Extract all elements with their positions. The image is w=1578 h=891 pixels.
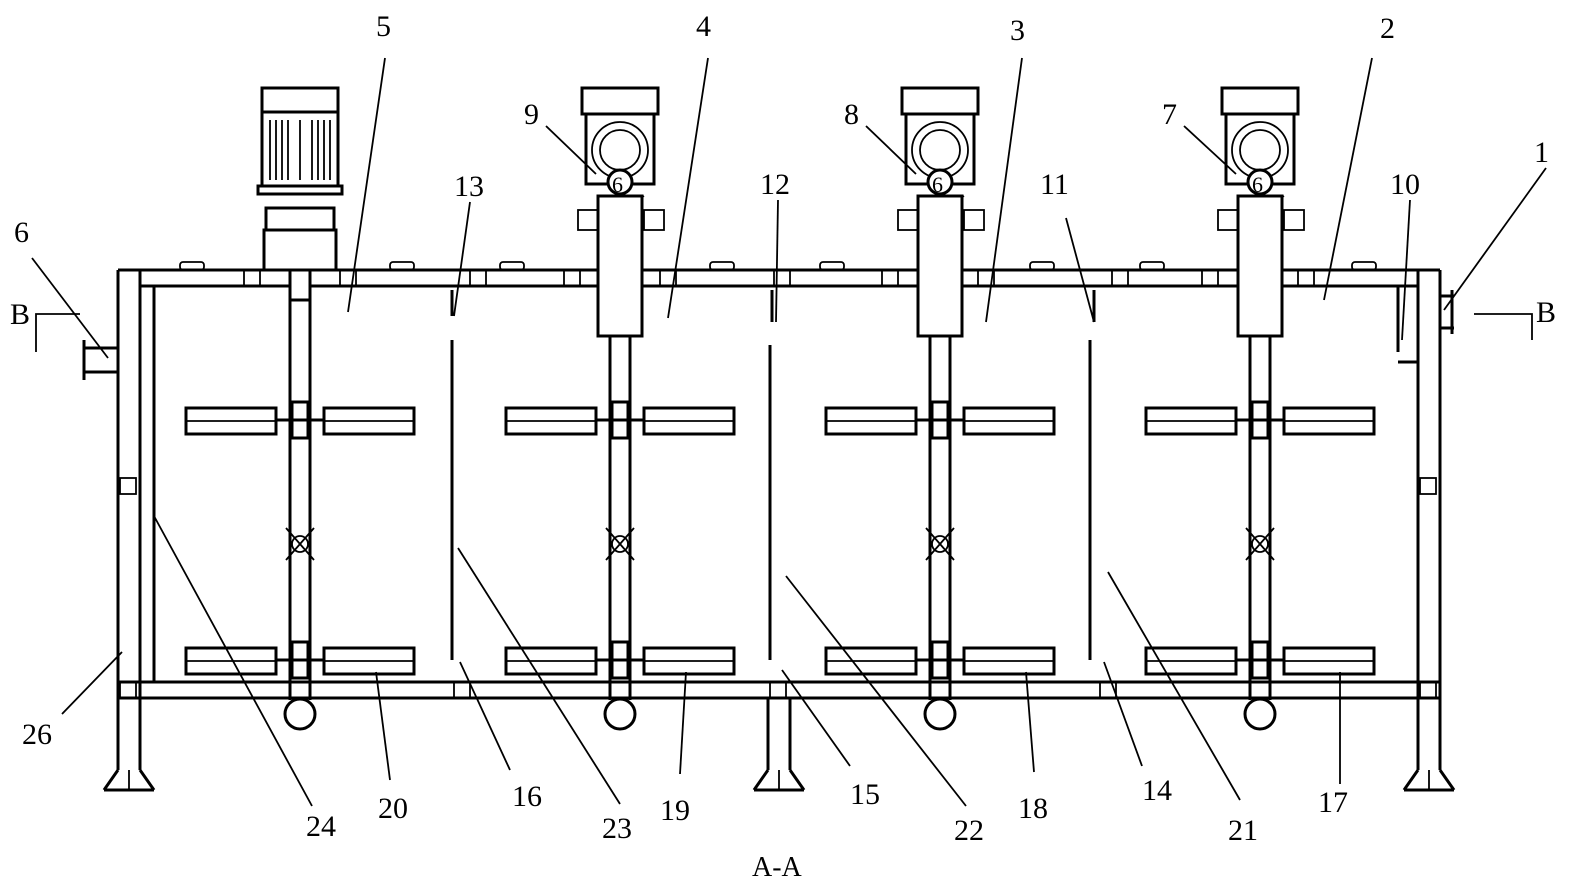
agitator-shaft-3 bbox=[923, 336, 957, 731]
outlet-pipe bbox=[82, 340, 118, 380]
callout-9: 9 bbox=[524, 98, 539, 131]
impeller-lower-19 bbox=[504, 646, 736, 676]
support-foot-middle bbox=[752, 769, 806, 792]
callout-24: 24 bbox=[306, 810, 336, 843]
section-marker-left-label: B bbox=[10, 298, 30, 331]
impeller-upper-3 bbox=[824, 406, 1056, 436]
agitator-shaft-2 bbox=[1243, 336, 1277, 731]
callout-3: 3 bbox=[1010, 14, 1025, 47]
callout-11: 11 bbox=[1040, 168, 1069, 201]
callout-14: 14 bbox=[1142, 774, 1172, 807]
callout-20: 20 bbox=[378, 792, 408, 825]
agitator-drive-8: 6 bbox=[897, 86, 985, 338]
baffle-12 bbox=[768, 290, 774, 660]
section-marker-right: B bbox=[1474, 296, 1556, 340]
impeller-upper-2 bbox=[1144, 406, 1376, 436]
inlet-pipe bbox=[1396, 286, 1454, 364]
support-foot-left bbox=[102, 769, 156, 792]
agitator-drive-9: 6 bbox=[577, 86, 665, 338]
agitator-shaft-4 bbox=[603, 336, 637, 731]
callout-22: 22 bbox=[954, 814, 984, 847]
callout-5: 5 bbox=[376, 10, 391, 43]
callout-10: 10 bbox=[1390, 168, 1420, 201]
callout-13: 13 bbox=[454, 170, 484, 203]
impeller-lower-17 bbox=[1144, 646, 1376, 676]
callout-23: 23 bbox=[602, 812, 632, 845]
agitator-drive-7: 6 bbox=[1217, 86, 1305, 338]
svg-text:6: 6 bbox=[1252, 172, 1263, 197]
callout-6: 6 bbox=[14, 216, 29, 249]
impeller-lower-20 bbox=[184, 646, 416, 676]
support-foot-right bbox=[1402, 769, 1456, 792]
callout-26: 26 bbox=[22, 718, 52, 751]
callout-19: 19 bbox=[660, 794, 690, 827]
callout-18: 18 bbox=[1018, 792, 1048, 825]
callout-8: 8 bbox=[844, 98, 859, 131]
svg-text:6: 6 bbox=[612, 172, 623, 197]
callout-17: 17 bbox=[1318, 786, 1348, 819]
callout-15: 15 bbox=[850, 778, 880, 811]
impeller-lower-18 bbox=[824, 646, 1056, 676]
svg-text:6: 6 bbox=[932, 172, 943, 197]
agitator-motor-5 bbox=[256, 86, 344, 302]
agitator-shaft-5 bbox=[283, 300, 317, 731]
impeller-upper-5 bbox=[184, 406, 416, 436]
callout-labels: 1 2 3 4 5 6 7 8 9 10 11 12 13 14 15 16 1… bbox=[14, 10, 1549, 847]
section-marker-right-label: B bbox=[1536, 296, 1556, 329]
tank-frame bbox=[116, 261, 1442, 770]
callout-2: 2 bbox=[1380, 12, 1395, 45]
callout-16: 16 bbox=[512, 780, 542, 813]
callout-1: 1 bbox=[1534, 136, 1549, 169]
impeller-upper-4 bbox=[504, 406, 736, 436]
view-title: A-A bbox=[752, 852, 803, 883]
callout-21: 21 bbox=[1228, 814, 1258, 847]
callout-12: 12 bbox=[760, 168, 790, 201]
section-marker-left: B bbox=[10, 298, 80, 352]
callout-4: 4 bbox=[696, 10, 711, 43]
callout-7: 7 bbox=[1162, 98, 1177, 131]
baffle-11 bbox=[1088, 290, 1096, 660]
leader-lines bbox=[31, 57, 1547, 807]
